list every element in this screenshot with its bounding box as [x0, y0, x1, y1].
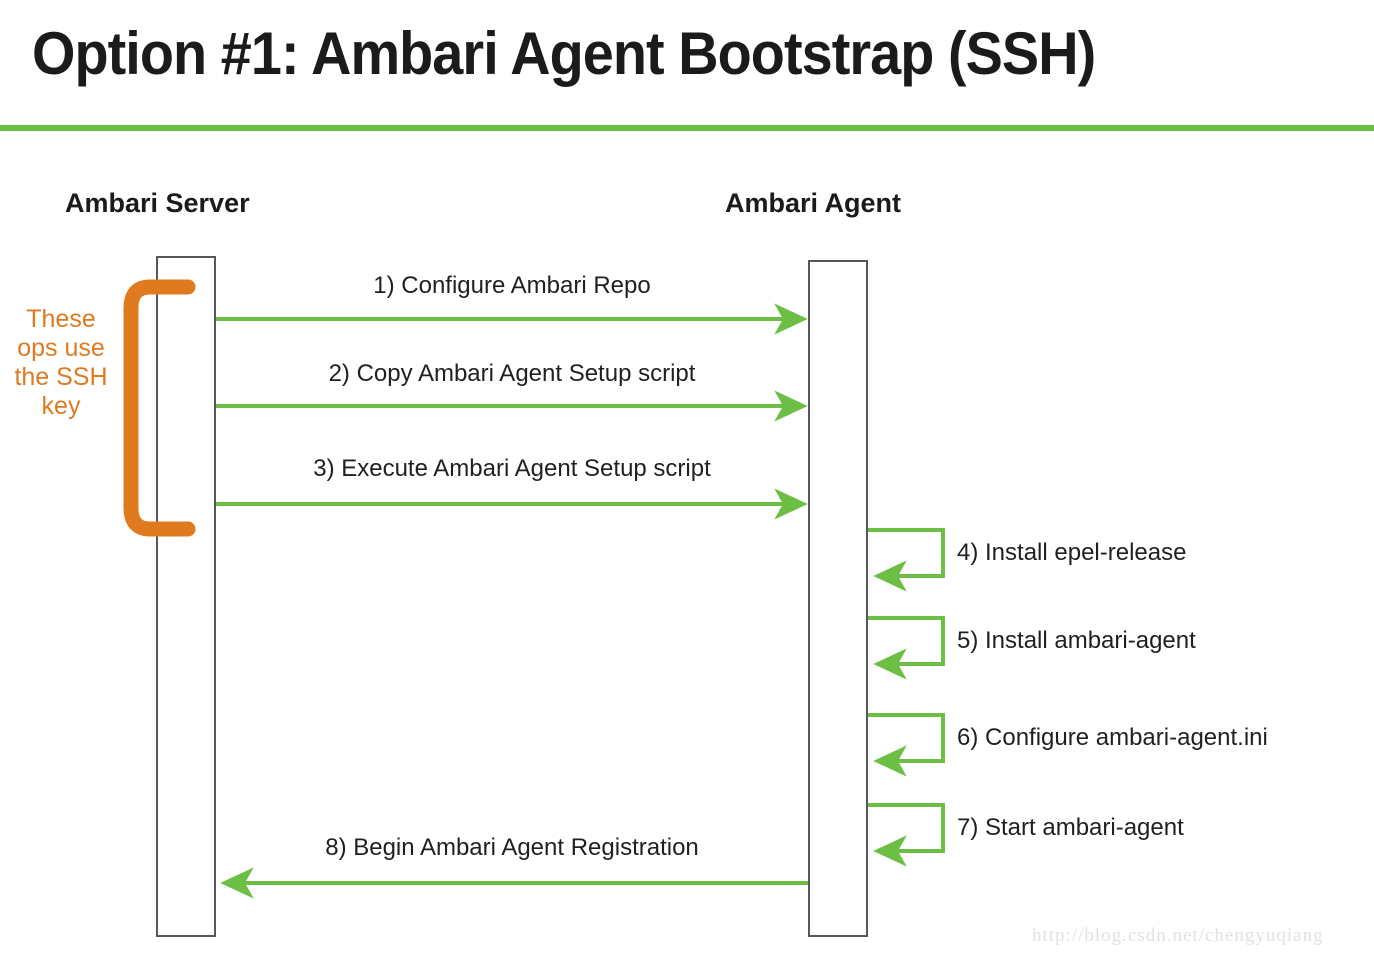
ssh-ops-annotation-line-3: the SSH: [14, 363, 108, 391]
message-label-6: 6) Configure ambari-agent.ini: [957, 724, 1268, 751]
message-arrow-6: [868, 713, 945, 777]
lifeline-header-ambari-agent: Ambari Agent: [725, 188, 902, 218]
ssh-ops-annotation-line-4: key: [41, 392, 81, 420]
ssh-ops-annotation-line-2: ops use: [17, 334, 105, 362]
message-label-1: 1) Configure Ambari Repo: [373, 272, 651, 299]
message-arrow-5: [868, 616, 945, 680]
message-label-8: 8) Begin Ambari Agent Registration: [325, 834, 699, 861]
message-arrow-4: [868, 528, 945, 592]
ssh-ops-annotation-line-1: These: [26, 305, 96, 333]
ssh-ops-annotation: These ops use the SSH key: [2, 305, 120, 421]
message-label-4: 4) Install epel-release: [957, 539, 1187, 566]
watermark-url: http://blog.csdn.net/chengyuqiang: [1032, 925, 1324, 946]
lifeline-bar-ambari-server: [156, 256, 216, 937]
lifeline-bar-ambari-agent: [808, 260, 868, 937]
message-label-5: 5) Install ambari-agent: [957, 627, 1196, 654]
message-label-3: 3) Execute Ambari Agent Setup script: [313, 455, 711, 482]
message-label-2: 2) Copy Ambari Agent Setup script: [328, 360, 696, 387]
message-label-7: 7) Start ambari-agent: [957, 814, 1184, 841]
lifeline-header-ambari-server: Ambari Server: [65, 188, 250, 218]
page-title: Option #1: Ambari Agent Bootstrap (SSH): [32, 20, 1096, 87]
title-divider: [0, 125, 1374, 131]
message-arrow-7: [868, 803, 945, 867]
